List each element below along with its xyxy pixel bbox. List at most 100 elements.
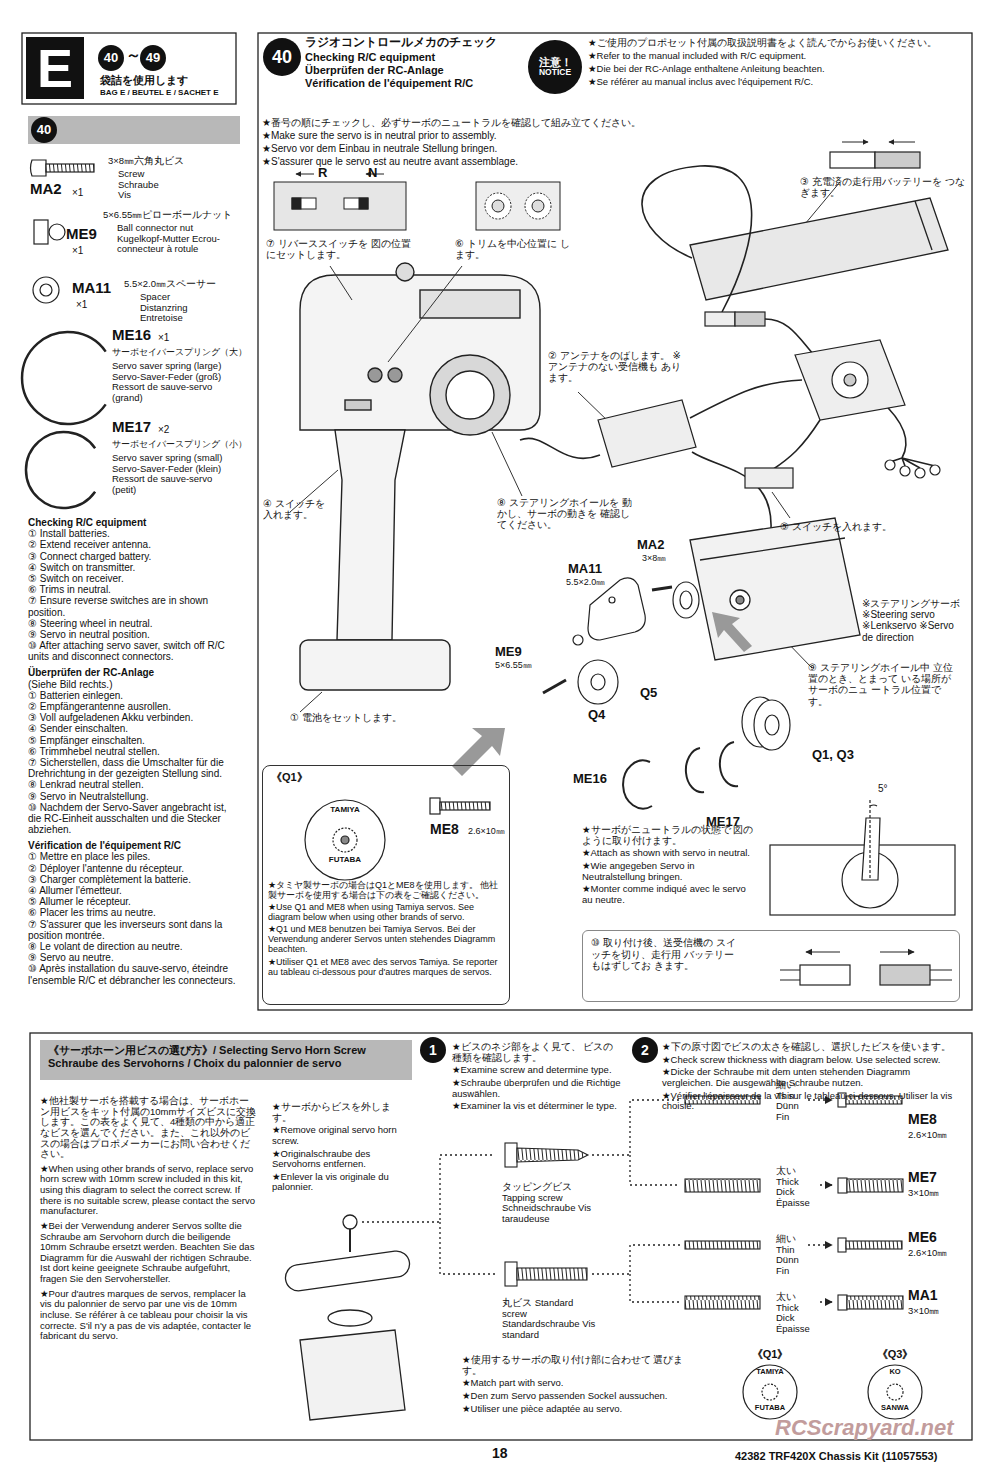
drawing-part bbox=[690, 518, 860, 660]
brand-marking: FUTABA bbox=[755, 1404, 785, 1412]
drawing-part bbox=[598, 400, 696, 467]
list-item: ⑧ Steering wheel in neutral. bbox=[28, 618, 240, 629]
heading: ～ bbox=[126, 47, 141, 64]
drawing-part bbox=[736, 596, 744, 604]
horn-disks bbox=[743, 1365, 922, 1419]
drawing-part bbox=[765, 319, 815, 356]
text-column: ★下の原寸図でビスの太さを確認し、選択したビスを使います。 ★Check scre… bbox=[662, 1040, 962, 1112]
note-text: ★タミヤ製サーボの場合はQ1とME8を使用します。 他社製サーボを使用する場合は… bbox=[268, 880, 506, 900]
drawing-part bbox=[630, 1274, 680, 1302]
note-text: ★下の原寸図でビスの太さを確認し、選択したビスを使います。 bbox=[662, 1042, 962, 1053]
drawing-part bbox=[772, 492, 790, 518]
list-item: ⑧ Le volant de direction au neutre. bbox=[28, 941, 240, 952]
drawing-part bbox=[430, 355, 510, 435]
drawing-part bbox=[780, 970, 952, 980]
note-text: ★Q1 und ME8 benutzen bei Tamiya Servos. … bbox=[268, 924, 506, 954]
drawing-part bbox=[341, 836, 349, 844]
drawing-part bbox=[430, 798, 440, 814]
drawing-part bbox=[517, 1148, 588, 1162]
drawing-part bbox=[880, 965, 930, 985]
drawing-part bbox=[258, 33, 972, 1010]
drawing-part bbox=[890, 458, 935, 468]
text-column: ★使用するサーボの取り付け部に合わせて 選びます。★Match part wit… bbox=[462, 1353, 694, 1414]
drawing-part bbox=[300, 1330, 405, 1420]
heading: Vérification de l'équipement R/C bbox=[28, 840, 240, 851]
list-item: ② Extend receiver antenna. bbox=[28, 539, 240, 550]
drawing-part bbox=[26, 432, 95, 508]
note-text: ★Vérifier l'épaisseur de la vis sur le t… bbox=[662, 1091, 962, 1112]
drawing-part bbox=[344, 198, 368, 209]
drawing-part bbox=[930, 465, 940, 475]
text-column: ★他社製サーボを搭載する場合は、サーボホーン用ビスをキット付属の10mmサイズビ… bbox=[40, 1092, 258, 1342]
drawing-part bbox=[388, 368, 402, 382]
part-code: MA1 bbox=[908, 1288, 938, 1304]
arrow bbox=[452, 728, 505, 776]
heading: Überprüfen der RC-Anlage bbox=[28, 667, 240, 678]
note-text: ※ステアリングサーボ ※Steering servo ※Lenkservo ※S… bbox=[862, 598, 966, 643]
drawing-part bbox=[720, 742, 738, 786]
drawing-part bbox=[300, 692, 322, 712]
drawing-part bbox=[517, 1268, 587, 1280]
drawing-part bbox=[795, 340, 905, 420]
drawing-part bbox=[685, 1179, 760, 1192]
list-item: ⑨ Servo in neutral position. bbox=[28, 629, 240, 640]
page-footer: 18 bbox=[492, 1446, 508, 1462]
brand-marking: TAMIYA bbox=[330, 806, 359, 815]
part-code: MA11 bbox=[568, 562, 602, 577]
brand-marking: TAMIYA bbox=[756, 1368, 784, 1376]
drawing-part bbox=[887, 1384, 903, 1400]
drawing-part bbox=[685, 1241, 760, 1249]
drawing-part bbox=[830, 152, 875, 168]
drawing-part bbox=[49, 224, 65, 240]
drawing-part bbox=[735, 312, 765, 326]
servo bbox=[690, 518, 860, 660]
note-text: ★Se référer au manual inclus avec l'équi… bbox=[588, 77, 813, 88]
note-text: サーボセイバースプリング（大） bbox=[112, 348, 247, 358]
drawing-part bbox=[300, 640, 450, 690]
drawing-part bbox=[686, 748, 704, 792]
note-text: ★Pour d'autres marques de servos, rempla… bbox=[40, 1289, 258, 1342]
drawing-part bbox=[800, 965, 850, 985]
drawing-part bbox=[623, 761, 652, 809]
screw-drawings bbox=[505, 1093, 903, 1310]
node-text: 49 bbox=[146, 51, 160, 66]
battery bbox=[690, 198, 948, 300]
step-instruction: ⑤ スイッチを入れます。 bbox=[780, 521, 892, 532]
drawing-part bbox=[900, 466, 910, 476]
drawing-part bbox=[915, 201, 932, 250]
dimension-text: 5° bbox=[878, 783, 888, 794]
drawing-part bbox=[573, 635, 583, 645]
step-number: 40 bbox=[263, 38, 301, 76]
step-instruction: ⑧ ステアリングホイールを 動かし、サーボの動きを 確認してください。 bbox=[497, 497, 632, 531]
note-text: ★Utiliser Q1 et ME8 avec des servos Tami… bbox=[268, 957, 506, 977]
title-text: Vérification de l'équipement R/C bbox=[305, 77, 473, 89]
list-item: ③ Voll aufgeladenen Akku verbinden. bbox=[28, 712, 240, 723]
drawing-part bbox=[328, 1310, 372, 1326]
dimension-text: 2.6×10㎜ bbox=[908, 1130, 947, 1141]
note-text: 細い Thin Dünn Fin bbox=[776, 1234, 799, 1277]
drawing-part bbox=[274, 182, 406, 230]
list-item: ⑦ Sicherstellen, dass die Umschalter für… bbox=[28, 757, 240, 779]
drawing-part bbox=[705, 312, 735, 326]
list-item: ⑥ Trimmhebel neutral stellen. bbox=[28, 746, 240, 757]
list-item: ① Mettre en place les piles. bbox=[28, 851, 240, 862]
dimension-text: 3×8㎜ bbox=[642, 553, 666, 563]
drawing-part bbox=[743, 1365, 797, 1419]
drawing-part bbox=[349, 1229, 351, 1252]
note-text: Spacer Distanzring Entretoise bbox=[140, 292, 188, 324]
drawing-part bbox=[806, 951, 840, 952]
note-text: Screw Schraube Vis bbox=[118, 169, 159, 201]
part-drawings bbox=[22, 160, 106, 508]
list-item: ⑩ Après installation du sauve-servo, éte… bbox=[28, 963, 240, 985]
arrow bbox=[889, 142, 915, 143]
step-number: 1 bbox=[420, 1037, 446, 1063]
note-text: ★Use Q1 and ME8 when using Tamiya servos… bbox=[268, 902, 506, 922]
arrow bbox=[842, 142, 868, 143]
quantity: ×1 bbox=[72, 245, 83, 256]
note-text: ★Check screw thickness with diagram belo… bbox=[662, 1055, 962, 1066]
drawing-part bbox=[362, 1155, 495, 1222]
part-code: ME9 bbox=[66, 226, 97, 243]
drawing-part bbox=[847, 1179, 903, 1192]
list-item: ① Batterien einlegen. bbox=[28, 690, 240, 701]
